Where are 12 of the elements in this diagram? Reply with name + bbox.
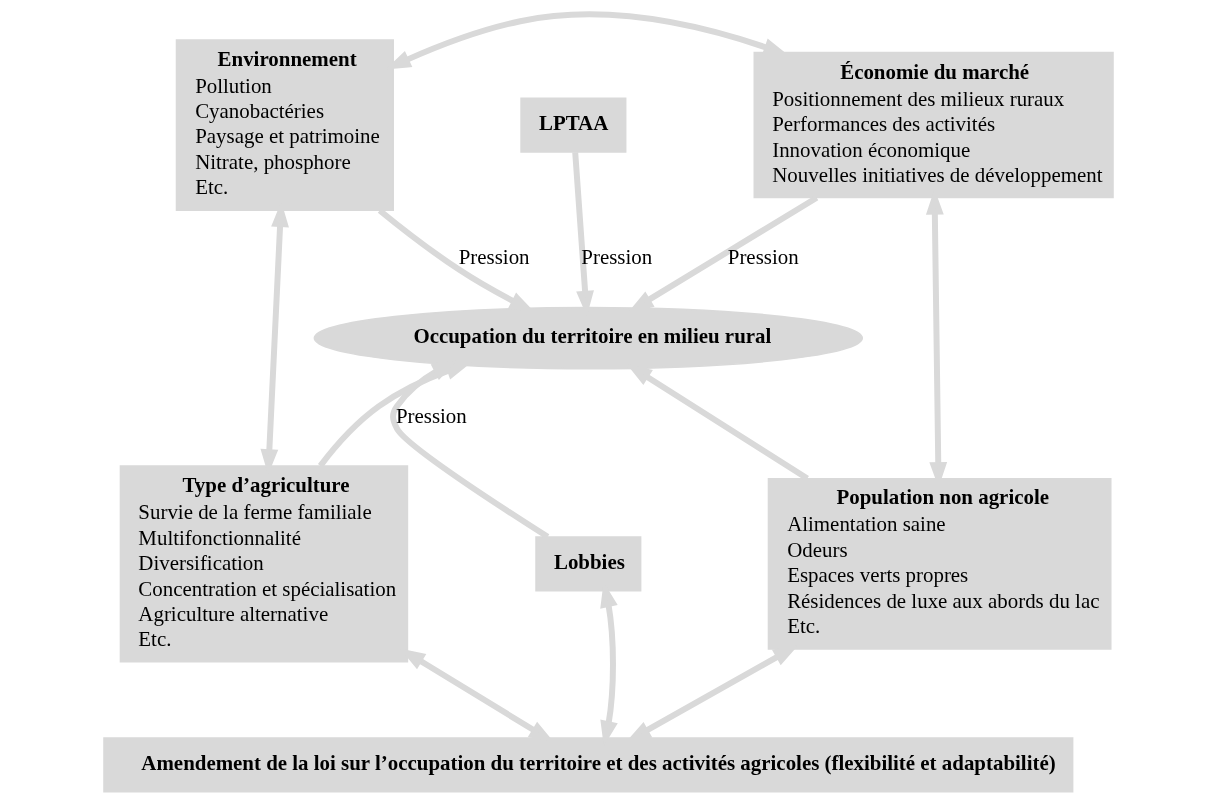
node-box: LPTAA	[520, 97, 627, 153]
edge-label: Pression	[727, 245, 799, 270]
node-box: Lobbies	[535, 536, 642, 592]
node-box: Économie du marché Positionnement des milieux ruraux Performances des activités Innovation économique Nouvelles initiatives de développement	[753, 51, 1114, 199]
edge-label: Pression	[458, 245, 530, 270]
node-box: Population non agricole Alimentation saine Odeurs Espaces verts propres Résidences de luxe aux abords du lac Etc.	[767, 477, 1112, 650]
node-box: Amendement de la loi sur l’occupation du territoire et des activités agricoles (flexibilité et adaptabilité)	[103, 737, 1074, 793]
edge-label: Pression	[395, 403, 467, 428]
node-ellipse: Occupation du territoire en milieu rural	[313, 306, 864, 370]
node-box: Environnement Pollution Cyanobactéries Paysage et patrimoine Nitrate, phosphore Etc.	[175, 39, 394, 212]
edge-label: Pression	[581, 245, 653, 270]
node-box: Type d’agriculture Survie de la ferme familiale Multifonctionnalité Diversification Concentration et spécialisation Agriculture alternative Etc.	[119, 465, 409, 663]
